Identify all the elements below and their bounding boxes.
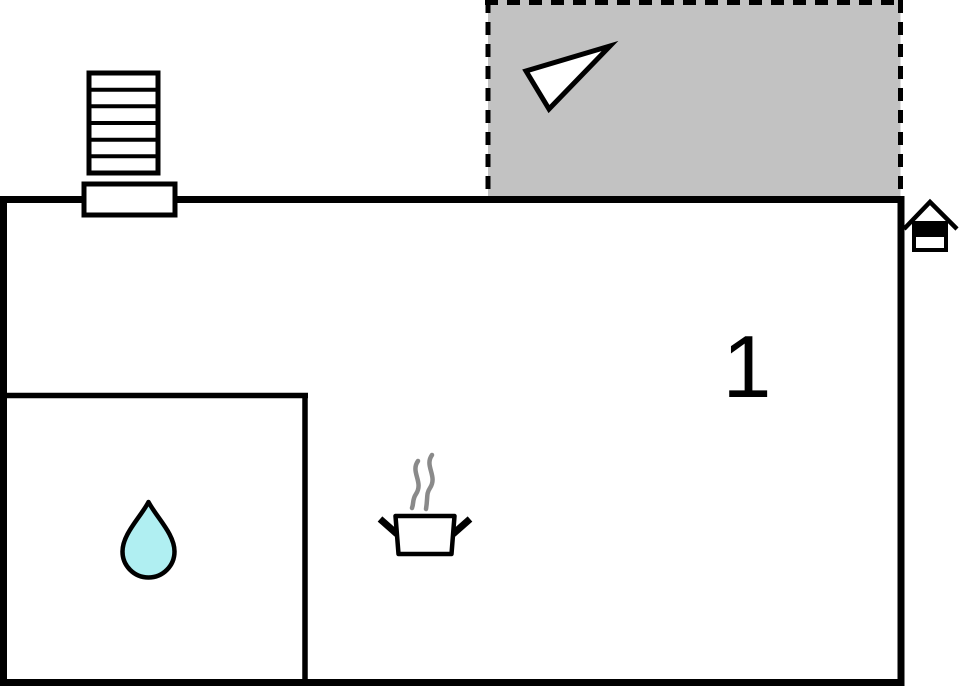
- steam-wave-right: [423, 452, 435, 512]
- entrance-house-roof: [902, 198, 959, 231]
- steam-icon: [409, 452, 435, 512]
- direction-arrow-icon: [522, 40, 619, 114]
- pot-handle-left: [377, 516, 400, 537]
- entry-landing: [81, 181, 178, 218]
- main-room-outline: [0, 196, 905, 686]
- terrace-area: [485, 0, 903, 197]
- stairs-icon: [86, 70, 161, 176]
- cooking-pot-icon: [377, 452, 473, 557]
- bathroom-partition-walls: [0, 392, 308, 682]
- entrance-icon: [902, 198, 959, 252]
- entrance-house-band: [912, 221, 948, 237]
- pot-handle-right: [450, 516, 473, 537]
- water-drop-icon: [120, 499, 177, 580]
- room-number-label: 1: [723, 317, 772, 416]
- steam-wave-left: [409, 458, 421, 511]
- pot-body: [393, 513, 457, 557]
